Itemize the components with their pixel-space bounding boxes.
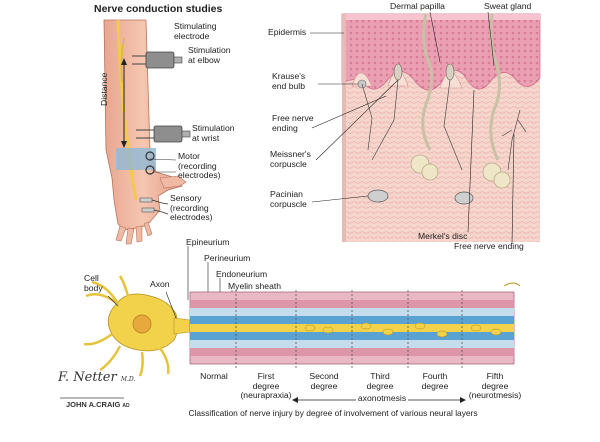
dermis — [342, 70, 540, 242]
label-axon: Axon — [150, 279, 170, 290]
signature-text: F. Netter — [58, 370, 117, 385]
label-axonotmesis: axonotmesis — [356, 393, 408, 404]
arm-leader-lines — [149, 158, 177, 173]
label-text: Endoneurium — [216, 269, 268, 279]
label-text: Free nerve ending — [454, 241, 524, 251]
label-text: Dermal papilla — [390, 1, 445, 11]
label-distance: Distance — [99, 72, 110, 106]
label-text: Second degree — [309, 371, 339, 391]
sensory-ring-electrode — [141, 207, 155, 213]
label-free-nerve-ending-right: Free nerve ending — [454, 241, 524, 252]
label-meissner: Meissner's corpuscle — [270, 149, 311, 169]
label-text: Stimulating electrode — [174, 21, 217, 41]
label-merkel: Merkel's disc — [418, 231, 468, 242]
distance-arrow — [121, 58, 127, 148]
label-krause: Krause's end bulb — [272, 71, 306, 91]
label-epidermis: Epidermis — [268, 27, 307, 38]
skin-left-margin — [342, 14, 346, 242]
label-degree-second: Second degree — [296, 371, 352, 391]
nerve-bar — [189, 282, 521, 365]
label-text: Krause's end bulb — [272, 71, 306, 91]
finger — [125, 227, 135, 245]
label-text: Myelin sheath — [228, 281, 282, 291]
page-title: Nerve conduction studies — [94, 3, 223, 15]
skin-leader-lines — [310, 11, 515, 245]
label-text: Free nerve ending — [272, 113, 314, 133]
label-sensory: Sensory (recording electrodes) — [170, 193, 213, 223]
label-endoneurium: Endoneurium — [216, 269, 268, 280]
dendrites — [83, 275, 170, 377]
label-text: axonotmesis — [357, 393, 407, 403]
label-text: Perineurium — [204, 253, 251, 263]
label-text: Stimulation at elbow — [188, 45, 231, 65]
label-stimulating-electrode: Stimulating electrode — [174, 21, 217, 41]
label-motor: Motor (recording electrodes) — [178, 151, 221, 181]
label-text: Distance — [99, 72, 109, 106]
label-degree-fifth: Fifth degree (neurotmesis) — [462, 371, 528, 401]
label-sweat-gland: Sweat gland — [484, 1, 532, 12]
skin-section — [341, 13, 541, 242]
label-text: Pacinian corpuscle — [270, 189, 307, 209]
craig-signature: JOHN A.CRAIG AD — [66, 400, 130, 409]
signature-md: M.D. — [120, 376, 136, 383]
label-text: Meissner's corpuscle — [270, 149, 311, 169]
label-pacinian: Pacinian corpuscle — [270, 189, 307, 209]
label-text: Sweat gland — [484, 1, 532, 11]
finger — [135, 225, 143, 243]
stratum-corneum — [342, 14, 540, 20]
label-text: Fifth degree (neurotmesis) — [468, 371, 522, 401]
label-degree-normal: Normal — [192, 371, 236, 382]
label-free-nerve-ending: Free nerve ending — [272, 113, 314, 133]
label-text: Axon — [150, 279, 170, 289]
axon-hillock — [173, 317, 191, 335]
electrode-wire — [120, 37, 125, 83]
wrist-stimulating-electrode — [136, 125, 191, 143]
label-text: Third degree — [366, 371, 394, 391]
sensory-wire — [153, 209, 169, 215]
label-cell-body: Cell body — [84, 273, 103, 293]
label-text: Epineurium — [186, 237, 230, 247]
dendrite-stub — [503, 282, 521, 287]
signature-text: JOHN A.CRAIG — [66, 400, 121, 409]
label-dermal-papilla: Dermal papilla — [390, 1, 445, 12]
skin-nerve-fibers — [361, 79, 527, 171]
elbow-stimulating-electrode — [132, 51, 183, 69]
motor-electrode — [145, 165, 155, 175]
label-text: Fourth degree — [421, 371, 449, 391]
label-text: Normal — [200, 371, 228, 381]
label-myelin-sheath: Myelin sheath — [228, 281, 282, 292]
motor-electrode — [145, 151, 155, 161]
label-degree-fourth: Fourth degree — [408, 371, 462, 391]
label-text: Stimulation at wrist — [192, 123, 235, 143]
label-stimulation-elbow: Stimulation at elbow — [188, 45, 231, 65]
label-degree-third: Third degree — [352, 371, 408, 391]
wrist-electrode-band — [116, 148, 156, 170]
label-stimulation-wrist: Stimulation at wrist — [192, 123, 235, 143]
label-epineurium: Epineurium — [186, 237, 230, 248]
injury-fragments — [304, 322, 502, 338]
label-perineurium: Perineurium — [204, 253, 251, 264]
pacinian-corpuscles — [367, 189, 474, 205]
label-text: First degree (neurapraxia) — [240, 371, 292, 401]
nucleus — [132, 314, 152, 334]
sensory-wire — [151, 199, 169, 205]
label-text: Cell body — [84, 273, 103, 293]
sweat-gland-coils — [410, 154, 511, 189]
label-degree-first: First degree (neurapraxia) — [236, 371, 296, 401]
thumb — [159, 175, 187, 189]
sensory-ring-electrode — [139, 197, 153, 203]
figure-caption: Classification of nerve injury by degree… — [188, 408, 478, 418]
finger — [115, 225, 127, 242]
signature-ad: AD — [122, 403, 130, 409]
degree-dividers — [235, 290, 463, 368]
label-text: Sensory (recording electrodes) — [170, 193, 213, 223]
label-text: Motor (recording electrodes) — [178, 151, 221, 181]
netter-signature: F. Netter M.D. — [58, 370, 135, 385]
label-text: Merkel's disc — [418, 231, 468, 241]
label-text: Epidermis — [268, 27, 307, 37]
finger — [143, 221, 153, 237]
